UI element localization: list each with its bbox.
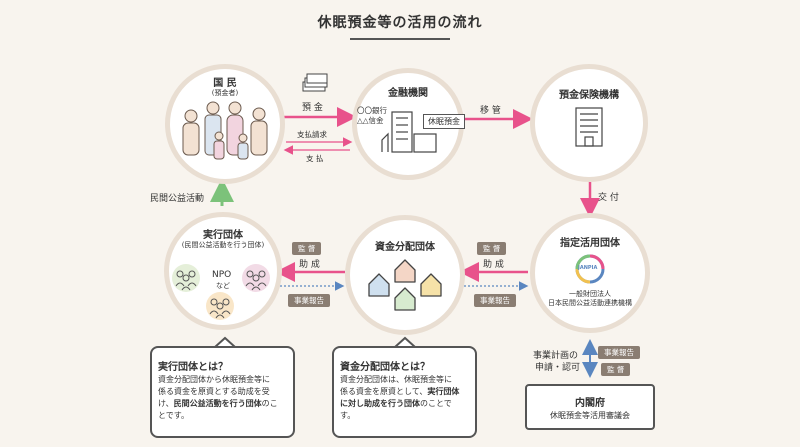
executor-box-line2: 係る資金を原資とする助成を受 bbox=[158, 387, 270, 396]
distributor-box-line3-post: のことで bbox=[420, 399, 452, 408]
executor-box-pointer bbox=[214, 336, 236, 348]
page-title: 休眠預金等の活用の流れ bbox=[317, 15, 483, 31]
plan-application-line1: 事業計画の bbox=[533, 351, 579, 361]
distributor-box-line3-bold: に対し助成を行う団体 bbox=[340, 399, 420, 408]
designated-org-node bbox=[530, 213, 650, 333]
bank-building-icon bbox=[381, 111, 437, 153]
report-tag-1: 事業報告 bbox=[288, 294, 330, 307]
distributor-box-line2-pre: 係る資金を原資として、 bbox=[340, 387, 428, 396]
cabinet-box bbox=[525, 384, 655, 430]
executor-box-line3-bold: 民間公益活動を行う団体 bbox=[173, 399, 262, 408]
distributor-title: 資金分配団体 bbox=[375, 242, 435, 253]
designated-org-line2: 日本民間公益活動連携機構 bbox=[548, 299, 632, 307]
deposit-label: 預 金 bbox=[302, 103, 323, 113]
npo-label: NPO bbox=[212, 270, 232, 280]
citizens-title: 国 民 bbox=[213, 78, 237, 89]
subsidy-label-2: 助 成 bbox=[299, 260, 320, 270]
executor-explanation-box bbox=[150, 346, 295, 438]
distributor-box-line4: す。 bbox=[340, 411, 356, 420]
distributor-box-pointer bbox=[394, 336, 416, 348]
distributor-box-line2: 係る資金を原資として、実行団体 bbox=[340, 386, 476, 398]
cabinet-subtitle: 休眠預金等活用審議会 bbox=[550, 411, 630, 420]
executor-box-line3-pre: け、 bbox=[158, 399, 174, 408]
money-icon bbox=[302, 73, 328, 92]
executor-box-title: 実行団体とは？ bbox=[158, 362, 228, 373]
subsidy-label-1: 助 成 bbox=[483, 260, 504, 270]
title-underline bbox=[350, 38, 450, 40]
janpia-logo-text: JANPIA bbox=[578, 265, 598, 271]
transfer-label: 移 管 bbox=[480, 106, 501, 116]
bank-title: 金融機関 bbox=[388, 88, 428, 99]
executor-box-line3-post: のこ bbox=[261, 399, 278, 408]
grant-label: 交 付 bbox=[598, 193, 619, 203]
cabinet-supervise-tag: 監 督 bbox=[601, 363, 631, 376]
nado-label: など bbox=[216, 282, 230, 290]
cabinet-report-tag: 事業報告 bbox=[598, 346, 640, 359]
distributor-box-title: 資金分配団体とは？ bbox=[340, 362, 430, 373]
houses-illustration bbox=[368, 259, 442, 311]
distributor-explanation-box bbox=[332, 346, 477, 438]
payment-label: 支 払 bbox=[306, 154, 324, 163]
payment-request-label: 支払請求 bbox=[297, 130, 327, 139]
executor-box-line3: け、民間公益活動を行う団体のこ bbox=[158, 398, 294, 410]
supervise-tag-2: 監 督 bbox=[292, 242, 322, 255]
distributor-box-text: 資金分配団体は、休眠預金等に 係る資金を原資として、実行団体 に対し助成を行う団… bbox=[340, 374, 476, 422]
cabinet-title: 内閣府 bbox=[575, 398, 605, 409]
dormant-deposit-tag: 休眠預金 bbox=[423, 114, 465, 129]
groups-illustration bbox=[172, 264, 270, 320]
supervise-tag-1: 監 督 bbox=[477, 242, 507, 255]
janpia-logo bbox=[575, 254, 605, 284]
designated-org-line1: 一般財団法人 bbox=[569, 290, 611, 298]
executor-title: 実行団体 bbox=[203, 230, 243, 241]
distributor-node bbox=[345, 215, 465, 335]
executor-subtitle: (民間公益活動を行う団体) bbox=[181, 241, 265, 249]
deposit-insurance-node bbox=[530, 64, 648, 182]
family-illustration bbox=[182, 101, 268, 160]
executor-box-line1: 資金分配団体から休眠預金等に bbox=[158, 375, 270, 384]
distributor-box-line3: に対し助成を行う団体のことで bbox=[340, 398, 476, 410]
designated-org-title: 指定活用団体 bbox=[560, 238, 620, 249]
civic-activity-label: 民間公益活動 bbox=[150, 194, 205, 204]
distributor-box-line2-bold: 実行団体 bbox=[427, 387, 460, 396]
executor-box-text: 資金分配団体から休眠預金等に 係る資金を原資とする助成を受 け、民間公益活動を行… bbox=[158, 374, 294, 422]
bank-name-1: 〇〇銀行 bbox=[357, 106, 387, 115]
executor-box-line4: とです。 bbox=[158, 411, 189, 420]
distributor-box-line1: 資金分配団体は、休眠預金等に bbox=[340, 375, 452, 384]
report-tag-2: 事業報告 bbox=[474, 294, 516, 307]
bank-name-2: △△信金 bbox=[357, 116, 384, 125]
office-building-icon bbox=[575, 107, 603, 147]
citizens-subtitle: (預金者) bbox=[211, 89, 239, 97]
plan-application-line2: 申請・認可 bbox=[535, 363, 581, 373]
deposit-insurance-title: 預金保険機構 bbox=[559, 90, 619, 101]
dormant-deposit-tag-label: 休眠預金 bbox=[428, 117, 460, 126]
